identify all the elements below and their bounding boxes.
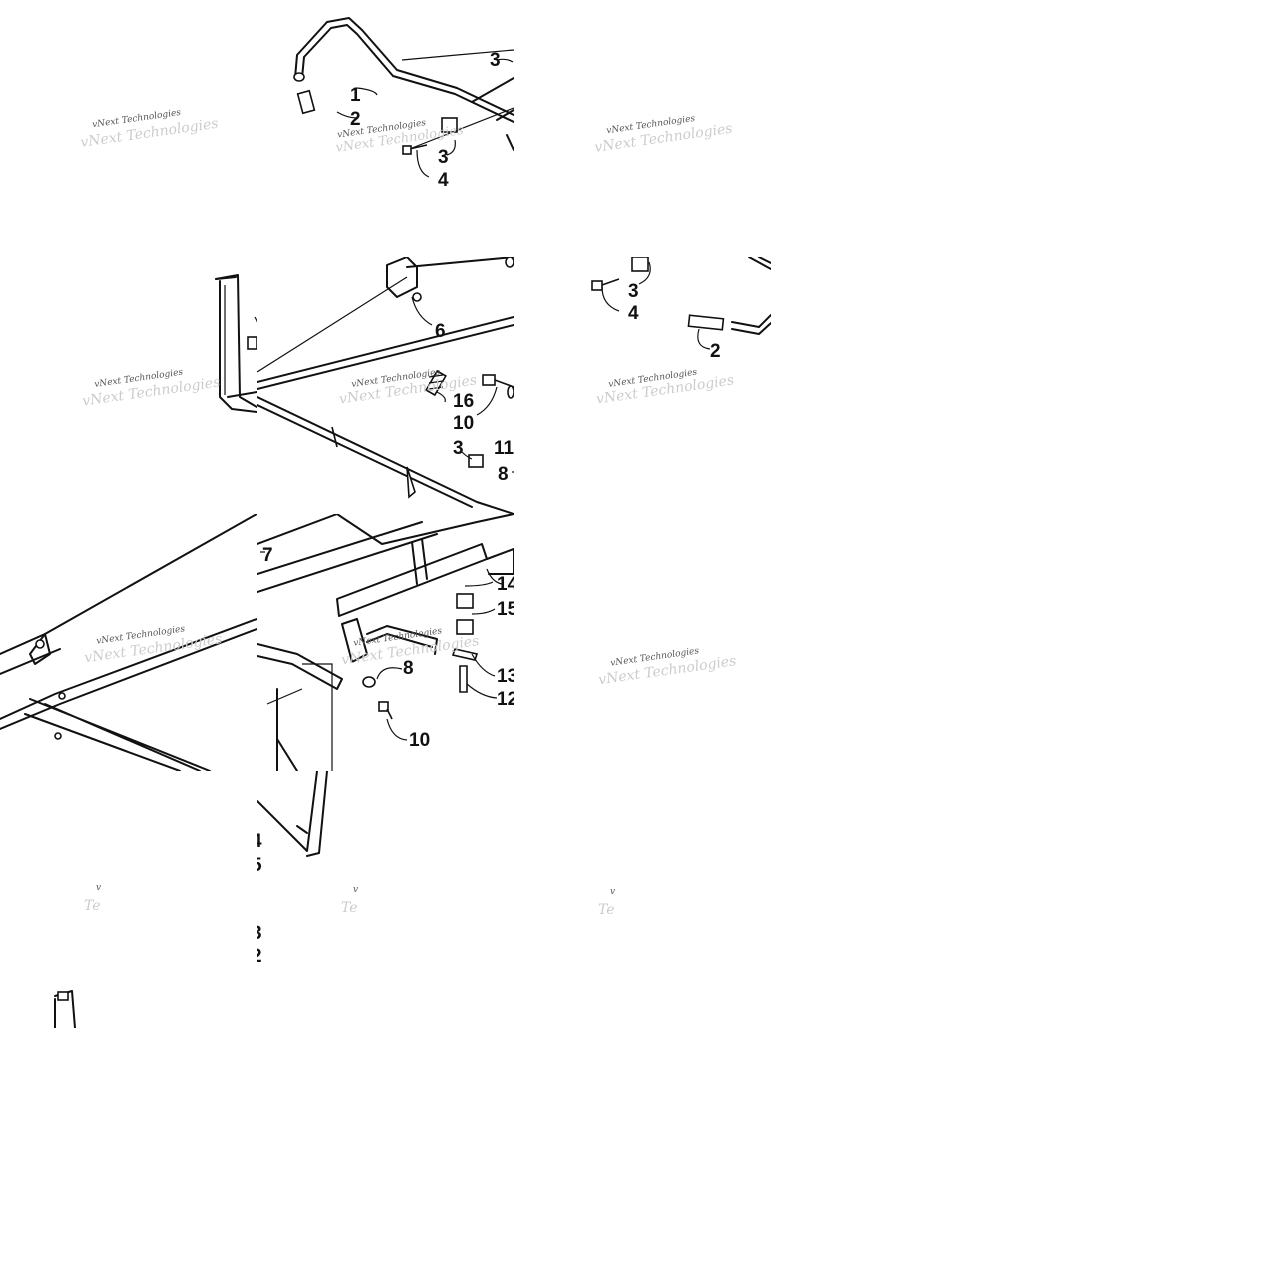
callout-5: 5 <box>257 855 262 876</box>
callout-14: 14 <box>497 574 514 595</box>
watermark-partial: Te <box>84 898 101 914</box>
diagram-tile-frame-lower-left: vNext Technologies vNext Technologies <box>0 514 257 771</box>
callout-2: 2 <box>350 109 361 130</box>
bolt-part <box>378 701 393 720</box>
callout-4: 4 <box>438 170 449 191</box>
diagram-tile-empty: vNext Technologies vNext Technologies <box>514 0 771 257</box>
diagram-tile-handle-side: 3 4 2 vNext Technologies vNext Technolog… <box>514 257 771 514</box>
callout-6: 6 <box>435 321 446 342</box>
diagram-tile-partial: v Te <box>514 771 771 1028</box>
callout-4: 4 <box>628 303 639 324</box>
callout-3: 3 <box>628 281 639 302</box>
callout-13: 13 <box>497 666 514 687</box>
callout-4: 4 <box>257 831 262 852</box>
watermark-partial: v <box>610 887 615 897</box>
callout-7: 7 <box>262 545 273 566</box>
callout-3: 3 <box>257 923 262 944</box>
callout-1: 1 <box>350 85 361 106</box>
diagram-tile-partial: v Te <box>0 771 257 1028</box>
diagram-tile-empty: vNext Technologies vNext Technologies <box>0 0 257 257</box>
watermark-partial: v <box>353 885 358 895</box>
spring-part <box>425 369 447 397</box>
diagram-tile-frame-lower: 7 14 15 8 13 12 10 vNext Technologies vN… <box>257 514 514 771</box>
callout-2: 2 <box>257 946 262 967</box>
diagram-tile-bar-5: 5 <box>0 430 257 514</box>
diagram-tile-callout-9: 9 <box>514 514 771 554</box>
callout-16: 16 <box>453 391 474 412</box>
diagram-tile-empty: vNext Technologies vNext Technologies <box>514 554 771 771</box>
callout-3: 3 <box>453 438 464 459</box>
callout-15: 15 <box>497 599 514 620</box>
watermark-partial: Te <box>598 902 615 918</box>
bolt-part <box>591 278 620 291</box>
diagram-tile-handle-top: 1 2 3 3 4 vNext Technologies vNext Techn… <box>257 0 514 257</box>
callout-8: 8 <box>403 658 414 679</box>
callout-2: 2 <box>710 341 721 362</box>
callout-8: 8 <box>498 464 509 485</box>
diagram-tile-frame-upper: 6 16 10 3 11 8 vNext Technologies vNext … <box>257 257 514 514</box>
watermark-partial: v <box>96 883 101 893</box>
bolt-part <box>402 144 428 155</box>
bolt-part <box>482 374 514 399</box>
callout-10: 10 <box>453 413 474 434</box>
watermark-partial: Te <box>341 900 358 916</box>
diagram-tile-frame-bottom: 4 5 3 2 v Te <box>257 771 514 1028</box>
callout-3: 3 <box>438 147 449 168</box>
callout-12: 12 <box>497 689 514 710</box>
callout-3: 3 <box>490 50 501 71</box>
callout-10: 10 <box>409 730 430 751</box>
callout-11: 11 <box>494 438 514 459</box>
